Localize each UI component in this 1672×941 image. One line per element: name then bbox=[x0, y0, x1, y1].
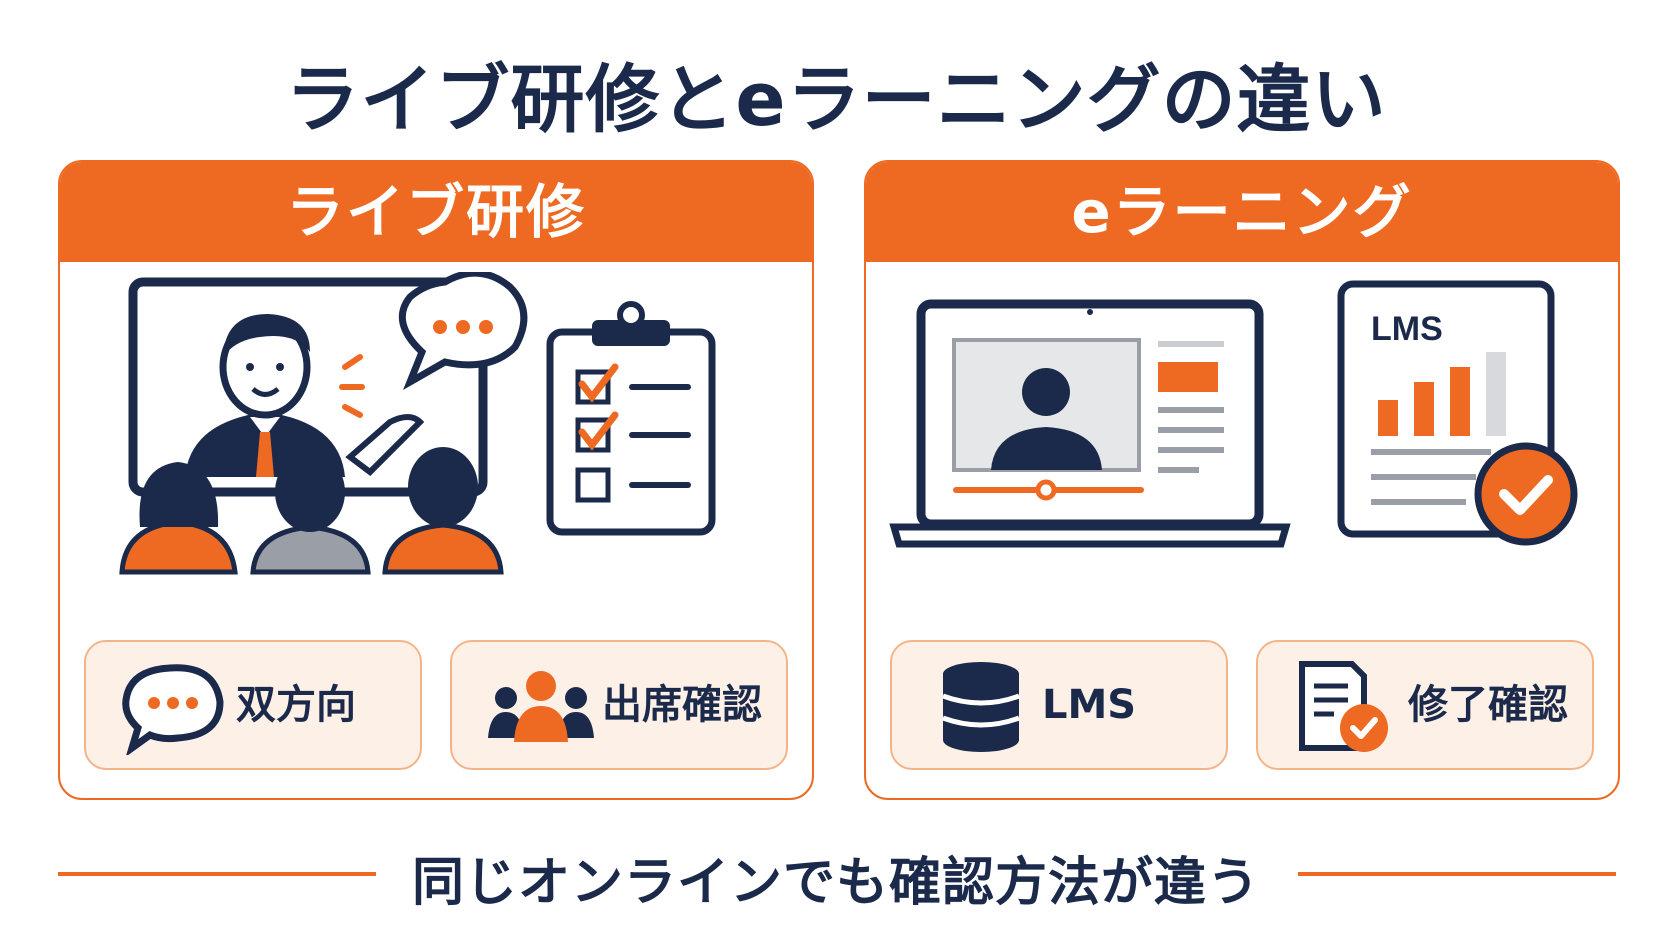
audience-icon bbox=[119, 447, 504, 575]
feature-attendance: 出席確認 bbox=[450, 640, 788, 770]
footer-caption: 同じオンラインでも確認方法が違う bbox=[411, 853, 1260, 913]
lms-card-label: LMS bbox=[1371, 310, 1443, 348]
page-title: ライブ研修とeラーニングの違い bbox=[285, 57, 1387, 143]
live-training-panel: ライブ研修 bbox=[58, 160, 814, 800]
live-training-header: ライブ研修 bbox=[60, 162, 812, 262]
laptop-icon bbox=[889, 299, 1291, 548]
feature-label: 出席確認 bbox=[602, 682, 762, 728]
feature-label: 双方向 bbox=[236, 682, 356, 728]
elearning-illustration: LMS bbox=[889, 280, 1578, 548]
check-circle-icon bbox=[1474, 442, 1578, 546]
footer-divider-left bbox=[58, 872, 376, 876]
feature-label: LMS bbox=[1042, 682, 1137, 728]
footer-divider-right bbox=[1298, 872, 1616, 876]
elearning-panel: eラーニング LMS bbox=[864, 160, 1620, 800]
people-group-icon bbox=[488, 671, 594, 742]
elearning-header: eラーニング bbox=[866, 162, 1618, 262]
database-icon bbox=[942, 662, 1020, 752]
speech-bubble-icon bbox=[122, 664, 224, 755]
checklist-clipboard-icon bbox=[546, 301, 716, 536]
document-check-icon bbox=[1299, 661, 1388, 752]
feature-label: 修了確認 bbox=[1408, 682, 1568, 728]
speech-bubble-icon bbox=[398, 272, 528, 391]
feature-lms: LMS bbox=[890, 640, 1228, 770]
feature-two-way: 双方向 bbox=[84, 640, 422, 770]
feature-completion: 修了確認 bbox=[1256, 640, 1594, 770]
live-training-illustration bbox=[119, 272, 716, 575]
